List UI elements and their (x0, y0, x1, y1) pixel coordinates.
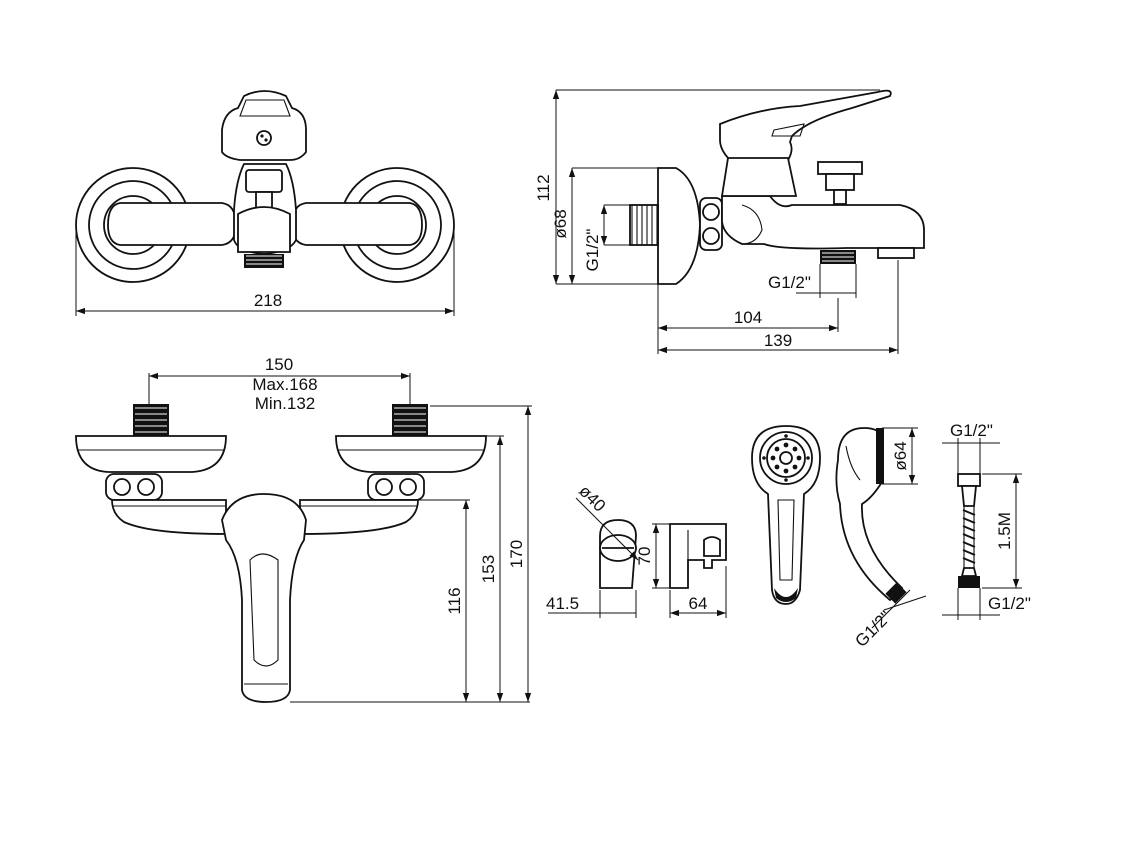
dim-centers-max: Max.168 (252, 375, 317, 394)
dim-height-116: 116 (445, 587, 464, 614)
side-view: 112 ø68 G1/2" G1/2" 104 139 (534, 89, 925, 354)
dim-holder-offset: 41.5 (546, 594, 579, 613)
front-view: 218 (75, 90, 455, 316)
dim-height-153: 153 (479, 555, 498, 583)
dim-handshower-diameter: ø64 (891, 441, 910, 470)
dim-diameter-68: ø68 (551, 209, 570, 238)
dim-hose-bottom-thread: G1/2" (988, 594, 1031, 613)
dim-length-104: 104 (734, 308, 762, 327)
elevation-view: 150 Max.168 Min.132 116 (75, 355, 532, 703)
dim-holder-width: 64 (689, 594, 708, 613)
shower-hose: G1/2" 1.5M G1/2" (942, 421, 1031, 620)
dim-hose-length: 1.5M (995, 512, 1014, 550)
dim-width-218: 218 (254, 291, 282, 310)
dim-centers-min: Min.132 (255, 394, 315, 413)
dim-hose-top-thread: G1/2" (950, 421, 993, 440)
dim-inlet-thread: G1/2" (583, 229, 602, 272)
dim-length-139: 139 (764, 331, 792, 350)
dim-height-112: 112 (534, 174, 553, 201)
dim-height-170: 170 (507, 540, 526, 568)
dim-outlet-thread: G1/2" (768, 273, 811, 292)
dim-holder-height: 70 (635, 547, 654, 566)
dim-holder-diameter: ø40 (575, 481, 609, 515)
hand-shower: ø64 G1/2" (751, 425, 927, 651)
dim-centers-150: 150 (265, 355, 293, 374)
spray-nozzles (762, 434, 810, 482)
dim-handshower-thread: G1/2" (851, 607, 895, 651)
wall-holder: ø40 70 41.5 64 (546, 481, 727, 618)
